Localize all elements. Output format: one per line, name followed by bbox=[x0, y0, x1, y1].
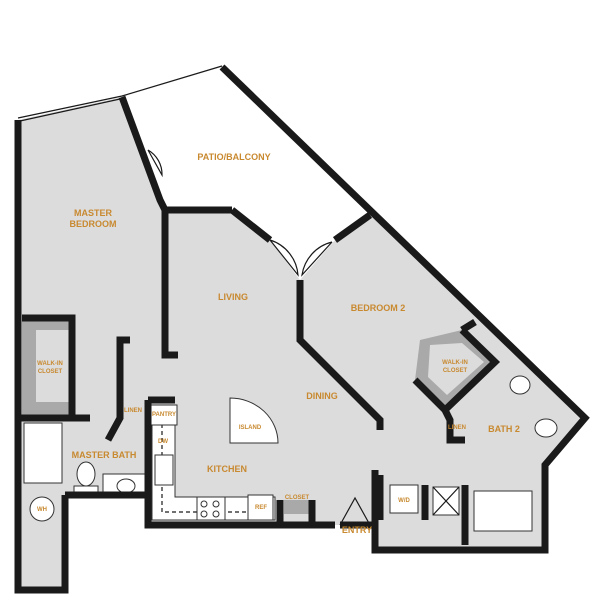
entry-door bbox=[339, 496, 371, 526]
label-ref: REF bbox=[255, 505, 267, 511]
label-kitchen: KITCHEN bbox=[207, 464, 247, 474]
living-patio-door bbox=[269, 239, 333, 277]
label-patio: PATIO/BALCONY bbox=[197, 152, 270, 162]
label-walkin-closet-2: CLOSET bbox=[443, 368, 468, 374]
master-closet-floor bbox=[36, 330, 72, 402]
label-dw: DW bbox=[158, 439, 168, 445]
master-bedroom-wall bbox=[118, 95, 373, 359]
patio-door bbox=[147, 149, 163, 178]
label-walkin-closet: WALK-IN bbox=[37, 361, 63, 367]
label-living: LIVING bbox=[218, 292, 248, 302]
vanity-sink bbox=[116, 478, 136, 494]
toilet bbox=[76, 461, 96, 487]
master-bathtub bbox=[23, 422, 63, 484]
kitchen-island bbox=[229, 397, 279, 444]
kitchen-sink bbox=[154, 454, 174, 486]
bath2-toilet bbox=[534, 418, 558, 438]
counter-dashes bbox=[161, 410, 272, 513]
bottom-wall bbox=[18, 314, 335, 529]
bath2-bathtub bbox=[473, 490, 533, 532]
burner-icon bbox=[200, 500, 208, 508]
bed2-closet-floor bbox=[428, 343, 484, 395]
closet-shelf bbox=[284, 500, 310, 514]
label-walkin-closet: CLOSET bbox=[38, 369, 63, 375]
burner-icon bbox=[212, 510, 220, 518]
laundry-wall bbox=[340, 475, 469, 545]
label-master-bath: MASTER BATH bbox=[72, 450, 137, 460]
washer-dryer bbox=[389, 484, 419, 514]
label-closet: CLOSET bbox=[285, 495, 310, 501]
burner-icon bbox=[212, 500, 220, 508]
master-bath-wall bbox=[72, 336, 316, 525]
label-wh: WH bbox=[37, 507, 47, 513]
exterior-wall bbox=[14, 64, 590, 594]
label-pantry: PANTRY bbox=[152, 412, 176, 418]
window bbox=[17, 65, 223, 122]
patio-area bbox=[122, 67, 370, 280]
stove bbox=[196, 496, 226, 521]
label-linen: LINEN bbox=[124, 408, 142, 414]
label-dining: DINING bbox=[306, 391, 338, 401]
label-island: ISLAND bbox=[239, 425, 262, 431]
label-wd: W/D bbox=[398, 498, 410, 504]
bedroom2-wall bbox=[296, 280, 384, 430]
hvac-x-icon bbox=[432, 486, 460, 516]
label-master-bedroom: MASTER bbox=[74, 208, 113, 218]
burner-icon bbox=[200, 510, 208, 518]
label-linen-2: LINEN bbox=[448, 425, 466, 431]
water-heater bbox=[29, 496, 55, 522]
refrigerator bbox=[247, 494, 274, 521]
label-entry: ENTRY bbox=[342, 525, 372, 535]
label-bedroom-2: BEDROOM 2 bbox=[351, 303, 406, 313]
label-bath-2: BATH 2 bbox=[488, 424, 520, 434]
label-walkin-closet-2: WALK-IN bbox=[442, 360, 468, 366]
bed2-closet-wall bbox=[412, 319, 501, 444]
label-master-bedroom: BEDROOM bbox=[70, 219, 117, 229]
bath2-sink bbox=[509, 375, 531, 395]
